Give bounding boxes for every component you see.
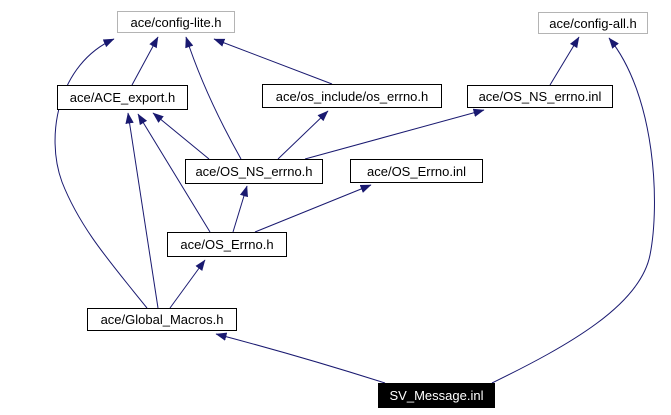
edge-os-ns-errno-h-to-config-lite-h [185, 36, 242, 160]
node-os-ns-errno-h[interactable]: ace/OS_NS_errno.h [185, 159, 323, 184]
node-label: SV_Message.inl [389, 388, 484, 403]
edge-os-errno-h-to-os-errno-inl [254, 184, 372, 233]
node-label: ace/Global_Macros.h [100, 312, 224, 327]
node-label: ace/OS_Errno.h [180, 237, 274, 252]
node-label: ace/OS_Errno.inl [367, 163, 466, 179]
node-os-ns-errno-inl[interactable]: ace/OS_NS_errno.inl [467, 85, 613, 108]
node-os-errno-inl[interactable]: ace/OS_Errno.inl [350, 159, 483, 183]
node-label: ace/OS_NS_errno.inl [478, 89, 602, 104]
edge-os-ns-errno-inl-to-config-all-h [549, 36, 580, 86]
edge-os-ns-errno-h-to-os-include-os-errno-h [277, 110, 329, 160]
edge-global-macros-h-to-os-errno-h [169, 259, 206, 309]
node-label: ace/config-lite.h [130, 14, 222, 30]
edge-os-ns-errno-h-to-os-ns-errno-inl [304, 108, 485, 160]
edge-sv-message-inl-to-global-macros-h [215, 332, 386, 384]
edge-global-macros-h-to-ace-export-h [125, 112, 159, 309]
node-label: ace/os_include/os_errno.h [275, 88, 429, 104]
edge-os-errno-h-to-ace-export-h [137, 113, 211, 233]
node-sv-message-inl: SV_Message.inl [378, 383, 495, 408]
node-label: ace/config-all.h [549, 15, 637, 31]
node-config-all-h[interactable]: ace/config-all.h [538, 12, 648, 34]
edge-os-errno-h-to-os-ns-errno-h [232, 185, 248, 233]
edge-global-macros-h-to-config-lite-h [54, 38, 148, 309]
node-config-lite-h[interactable]: ace/config-lite.h [117, 11, 235, 33]
node-label: ace/ACE_export.h [69, 90, 176, 105]
node-os-include-os-errno-h[interactable]: ace/os_include/os_errno.h [262, 84, 442, 108]
edge-ace-export-h-to-config-lite-h [131, 36, 159, 86]
node-os-errno-h[interactable]: ace/OS_Errno.h [167, 232, 287, 257]
edge-os-ns-errno-h-to-ace-export-h [152, 112, 210, 160]
edge-sv-message-inl-to-config-all-h [491, 37, 655, 384]
node-global-macros-h[interactable]: ace/Global_Macros.h [87, 308, 237, 331]
node-ace-export-h[interactable]: ace/ACE_export.h [57, 85, 188, 110]
node-label: ace/OS_NS_errno.h [195, 164, 313, 179]
edge-os-include-os-errno-h-to-config-lite-h [213, 38, 333, 85]
